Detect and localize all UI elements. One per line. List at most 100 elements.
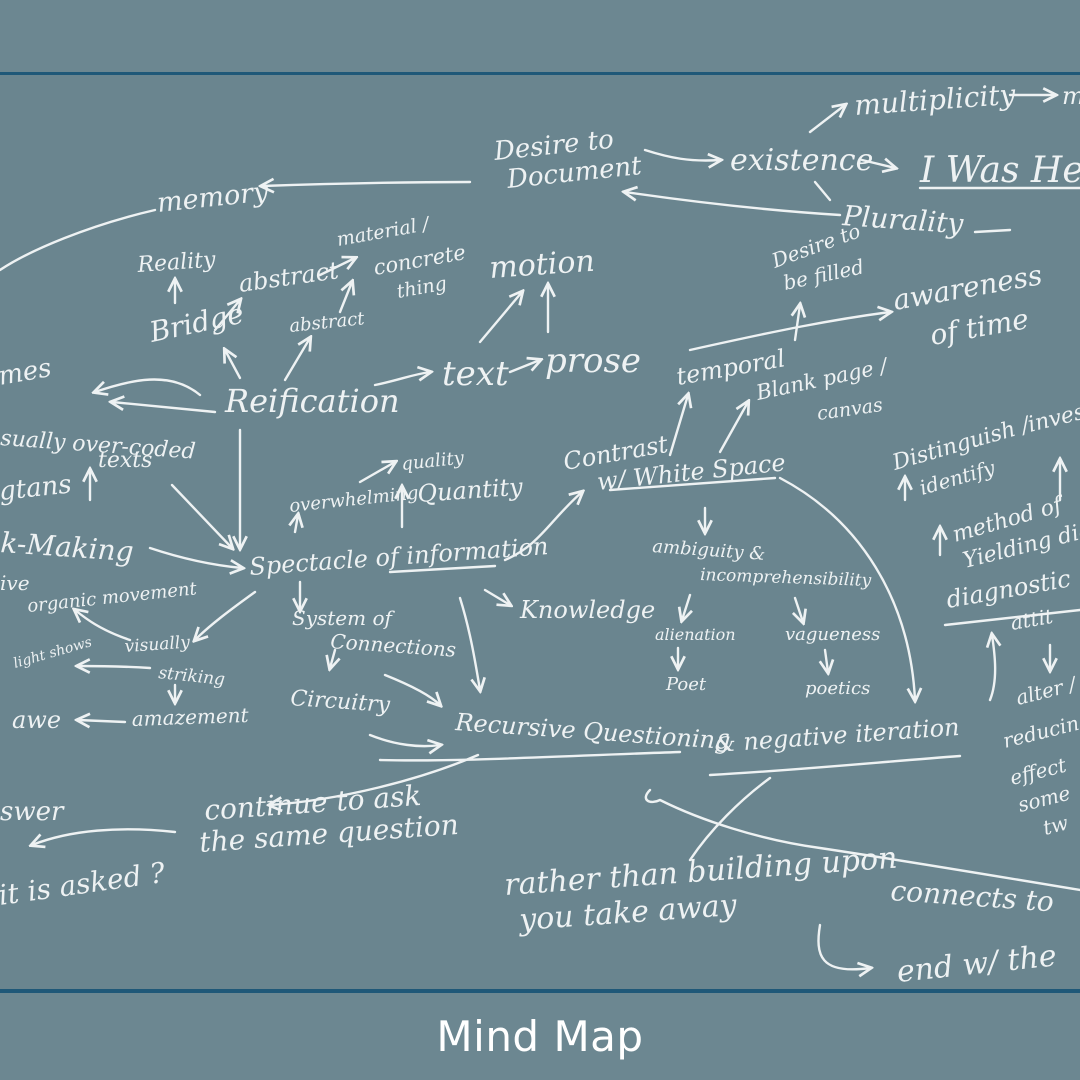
edge-rather-end [817, 923, 870, 969]
edge-abstract-material [318, 258, 355, 277]
edge-abstract2-material [338, 282, 352, 314]
node-text: text [442, 354, 509, 394]
node-diagnostic: diagnostic [944, 565, 1073, 614]
edge-negative-rather [688, 776, 772, 862]
node-existence: existence [730, 143, 873, 178]
caption: Mind Map [436, 1012, 644, 1061]
edge-whitespace-negative [778, 476, 915, 700]
edge-text-prose [508, 360, 540, 374]
bottom-rule [0, 989, 1080, 993]
edge-reification-mes [95, 378, 202, 397]
underline-diagnostic [943, 608, 1080, 627]
edge-information-recursive [458, 596, 480, 690]
edge-kmaking-spectacle [148, 546, 242, 568]
node-labels: memory Desire to Document existence mult… [0, 78, 1080, 990]
node-motion: motion [488, 244, 596, 286]
node-visually: visually [124, 632, 191, 657]
node-awareness-of-time-2: of time [927, 302, 1031, 352]
edge-plurality-document [625, 192, 842, 217]
node-reification: Reification [224, 382, 400, 420]
node-knowledge: Knowledge [519, 596, 655, 624]
node-prose: prose [545, 341, 641, 381]
edge-circuitry-recursive [368, 733, 440, 746]
node-k-making: k-Making [0, 526, 135, 568]
edge-whitespace-blank [718, 402, 748, 454]
underline-recursive [378, 750, 682, 762]
edge-contrast-temporal [668, 395, 688, 457]
node-quantity: Quantity [416, 473, 524, 508]
node-it-is-asked: it is asked ? [0, 856, 168, 912]
edge-spectacle-visually [195, 590, 257, 640]
node-material-3: thing [395, 273, 448, 303]
edge-existence-iwashere [860, 160, 895, 168]
node-tw: tw [1040, 810, 1070, 839]
edge-existence-plurality [813, 180, 832, 202]
node-abstract-2: abstract [288, 308, 366, 337]
node-reality: Reality [136, 248, 217, 278]
node-multiplicity-tail: m [1062, 82, 1080, 110]
edge-temporal-awareness [688, 312, 890, 352]
node-ambiguity: ambiguity & [652, 536, 766, 565]
node-abstract: abstract [237, 256, 341, 298]
node-recursive-questioning: Recursive Questioning [454, 708, 732, 755]
node-overwhelming: overwhelming [288, 483, 419, 517]
node-quality: quality [400, 447, 465, 475]
underline-negative [708, 754, 962, 777]
edge-striking-light [78, 666, 152, 668]
mind-map-diagram: memory Desire to Document existence mult… [0, 78, 1080, 990]
mind-map-board: memory Desire to Document existence mult… [0, 75, 1080, 992]
node-reducing: reducing [1000, 708, 1080, 753]
node-invest: inves [1025, 400, 1080, 438]
node-alienation: alienation [655, 625, 736, 644]
connectors [0, 95, 1080, 969]
edge-document-memory [262, 182, 472, 186]
node-attit: attit [1009, 604, 1056, 635]
edge-bridge-abstract [213, 300, 240, 332]
edge-existence-multiplicity [808, 105, 845, 134]
node-system-of-connections-2: Connections [330, 629, 457, 662]
edge-overwhelming-quality [358, 462, 395, 484]
edge-document-existence [643, 148, 720, 161]
node-material-2: concrete [372, 240, 468, 280]
edge-negative-connects [644, 788, 1080, 892]
edge-text-motion [478, 292, 522, 344]
edge-system-circuitry [330, 648, 335, 668]
edge-memory-left [0, 208, 157, 272]
node-end-with-the: end w/ the [895, 938, 1058, 990]
node-canvas: canvas [816, 394, 885, 425]
edge-spectacle-knowledge [483, 588, 510, 605]
node-mes: mes [0, 353, 54, 392]
node-organic-movement: organic movement [26, 578, 198, 617]
edge-reification-text [373, 372, 430, 387]
node-material: material / [335, 213, 432, 251]
edge-visually-organic [75, 610, 132, 642]
underline-information [388, 564, 497, 574]
edge-system-recursive [383, 673, 440, 705]
edge-spectacle-contrast [503, 492, 582, 562]
edge-vagueness-poetics [825, 648, 828, 672]
edge-spectacle-overwhelming [295, 515, 298, 534]
edge-reification-abstract2 [283, 338, 310, 382]
edge-reification-overcoded [112, 402, 217, 414]
node-alter: alter / [1013, 671, 1080, 710]
edge-continue-answer [32, 828, 177, 845]
node-multiplicity: multiplicity [853, 78, 1017, 122]
node-bridge: Bridge [146, 297, 247, 349]
edge-amazement-awe [78, 720, 127, 722]
node-amazement: amazement [131, 703, 250, 731]
node-i-was-here: I Was He [919, 150, 1080, 191]
edge-recursive-continue [270, 753, 480, 805]
node-negative-iteration: & negative iteration [713, 713, 960, 758]
top-rule [0, 72, 1080, 76]
node-gtans: gtans [0, 470, 73, 507]
node-system-of-connections: System of [292, 606, 396, 630]
node-incomprehensibility: incomprehensibility [700, 565, 872, 591]
node-striking: striking [157, 663, 226, 690]
node-spectacle-of-information: Spectacle of information [248, 532, 549, 581]
edge-blank-desire [795, 305, 800, 342]
node-awe: awe [12, 706, 61, 734]
edge-plurality-right [973, 228, 1012, 234]
edge-incomp-vagueness [795, 596, 803, 622]
edge-reification-bridge [225, 350, 242, 380]
node-over-coded-2: texts [98, 448, 152, 473]
